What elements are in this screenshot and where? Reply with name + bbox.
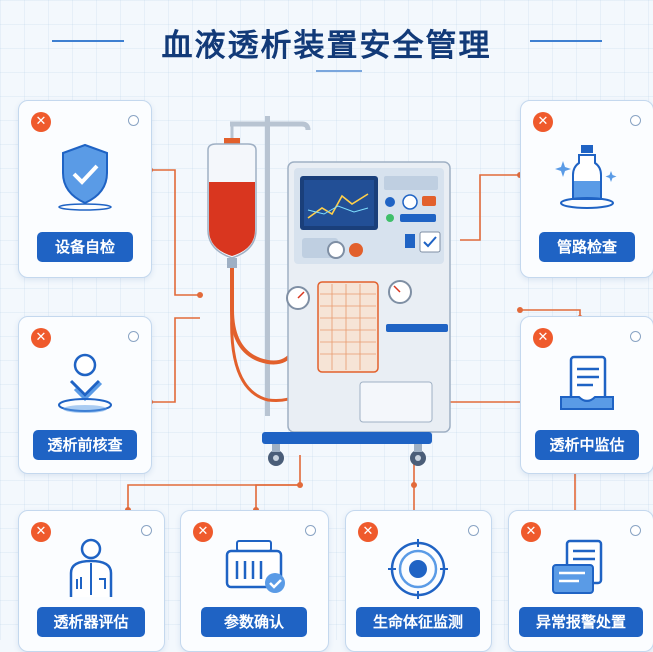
machine-check-icon xyxy=(225,540,285,593)
close-icon[interactable]: ✕ xyxy=(533,112,553,132)
status-dot xyxy=(128,115,139,126)
close-icon[interactable]: ✕ xyxy=(31,522,51,542)
target-icon xyxy=(388,539,448,599)
card-vital-signs[interactable]: ✕ 生命体征监测 xyxy=(345,510,492,652)
close-icon[interactable]: ✕ xyxy=(521,522,541,542)
shield-check-icon xyxy=(58,143,112,211)
person-check-icon xyxy=(58,353,112,413)
status-dot xyxy=(128,331,139,342)
page-title: 血液透析装置安全管理 xyxy=(161,28,492,64)
dialyzer-icon xyxy=(69,538,113,597)
card-alarm-handling[interactable]: ✕ 异常报警处置 xyxy=(508,510,653,652)
status-dot xyxy=(630,525,641,536)
status-dot xyxy=(630,115,641,126)
card-label: 设备自检 xyxy=(37,232,133,262)
card-pre-dialysis-check[interactable]: ✕ 透析前核查 xyxy=(18,316,152,474)
close-icon[interactable]: ✕ xyxy=(31,328,51,348)
card-tubing-check[interactable]: ✕ 管路检查 xyxy=(520,100,653,278)
card-label: 生命体征监测 xyxy=(356,607,480,637)
alarm-doc-icon xyxy=(552,539,603,594)
title-line-right xyxy=(530,40,602,42)
card-label: 透析前核查 xyxy=(33,430,137,460)
card-label: 透析器评估 xyxy=(37,607,145,637)
close-icon[interactable]: ✕ xyxy=(358,522,378,542)
dialysis-machine-illustration xyxy=(207,116,451,466)
card-label: 透析中监估 xyxy=(535,430,639,460)
status-dot xyxy=(141,525,152,536)
card-dialysis-monitoring[interactable]: ✕ 透析中监估 xyxy=(520,316,653,474)
status-dot xyxy=(630,331,641,342)
card-label: 管路检查 xyxy=(539,232,635,262)
close-icon[interactable]: ✕ xyxy=(533,328,553,348)
close-icon[interactable]: ✕ xyxy=(31,112,51,132)
status-dot xyxy=(468,525,479,536)
title-underline xyxy=(316,70,362,72)
card-parameter-confirm[interactable]: ✕ 参数确认 xyxy=(180,510,329,652)
title-bar: 血液透析装置安全管理 xyxy=(0,14,653,74)
card-label: 参数确认 xyxy=(201,607,307,637)
card-device-self-check[interactable]: ✕ 设备自检 xyxy=(18,100,152,278)
title-line-left xyxy=(52,40,124,42)
close-icon[interactable]: ✕ xyxy=(193,522,213,542)
status-dot xyxy=(305,525,316,536)
card-label: 异常报警处置 xyxy=(519,607,643,637)
document-icon xyxy=(560,355,614,410)
card-dialyzer-evaluation[interactable]: ✕ 透析器评估 xyxy=(18,510,165,652)
bottle-icon xyxy=(555,145,617,209)
